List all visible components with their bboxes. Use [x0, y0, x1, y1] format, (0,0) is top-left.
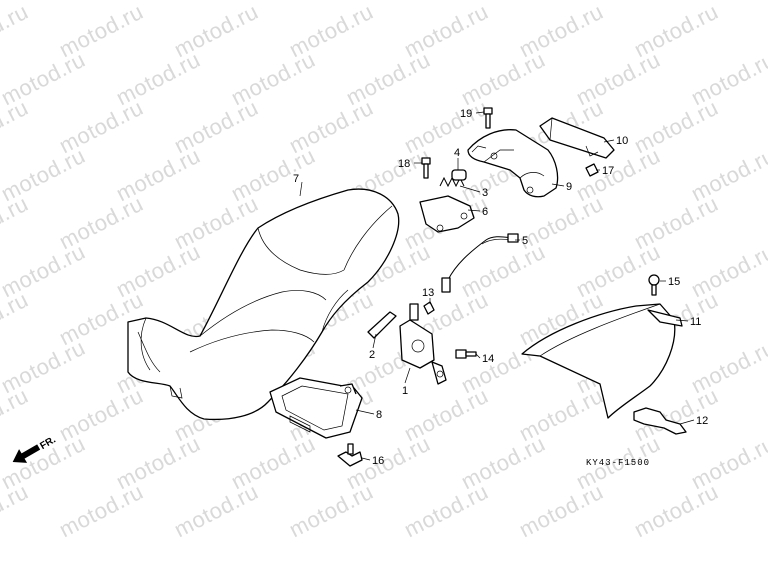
callout-16: 16 — [372, 455, 384, 467]
callout-6: 6 — [482, 206, 488, 218]
grab-rail-part[interactable] — [467, 129, 559, 198]
front-arrow-icon — [12, 444, 41, 463]
leader-lines — [299, 111, 695, 461]
seat-lock-part[interactable] — [399, 303, 447, 385]
callout-14: 14 — [482, 353, 494, 365]
stay-bracket-part[interactable] — [633, 407, 687, 435]
callout-2: 2 — [369, 349, 375, 361]
lock-hook-part[interactable] — [419, 195, 475, 233]
bolt-14-part[interactable] — [455, 349, 477, 359]
tool-tray-part[interactable] — [269, 377, 363, 439]
callout-19: 19 — [460, 108, 472, 120]
collar-part[interactable] — [451, 169, 467, 181]
front-direction-indicator: FR. — [12, 434, 58, 463]
callout-10: 10 — [616, 135, 628, 147]
callout-7: 7 — [293, 173, 299, 185]
front-label: FR. — [38, 434, 58, 452]
callout-labels: 7 1 2 3 4 5 6 8 9 10 11 12 13 14 15 16 1… — [293, 108, 708, 467]
callout-13: 13 — [422, 287, 434, 299]
seat-cowl-part[interactable] — [521, 303, 683, 419]
bolt-19-part[interactable] — [483, 107, 493, 129]
cable-part[interactable] — [441, 233, 519, 293]
callout-4: 4 — [454, 147, 460, 159]
callout-17: 17 — [602, 165, 614, 177]
callout-5: 5 — [522, 235, 528, 247]
callout-11: 11 — [690, 316, 701, 328]
wing-bolt-part[interactable] — [337, 443, 363, 467]
bolt-15-part[interactable] — [648, 274, 660, 296]
callout-12: 12 — [696, 415, 708, 427]
bracket-part[interactable] — [539, 117, 615, 159]
callout-9: 9 — [566, 181, 572, 193]
callout-8: 8 — [376, 409, 382, 421]
callout-1: 1 — [402, 385, 408, 397]
diagram-code: KY43-F1500 — [586, 458, 650, 468]
bolt-18-part[interactable] — [421, 157, 431, 179]
callout-3: 3 — [482, 187, 488, 199]
seat-part[interactable] — [127, 188, 400, 421]
callout-15: 15 — [668, 276, 680, 288]
callout-18: 18 — [398, 158, 410, 170]
clip-part[interactable] — [423, 301, 435, 315]
screw-17-part[interactable] — [585, 163, 599, 177]
link-plate-part[interactable] — [367, 311, 397, 339]
